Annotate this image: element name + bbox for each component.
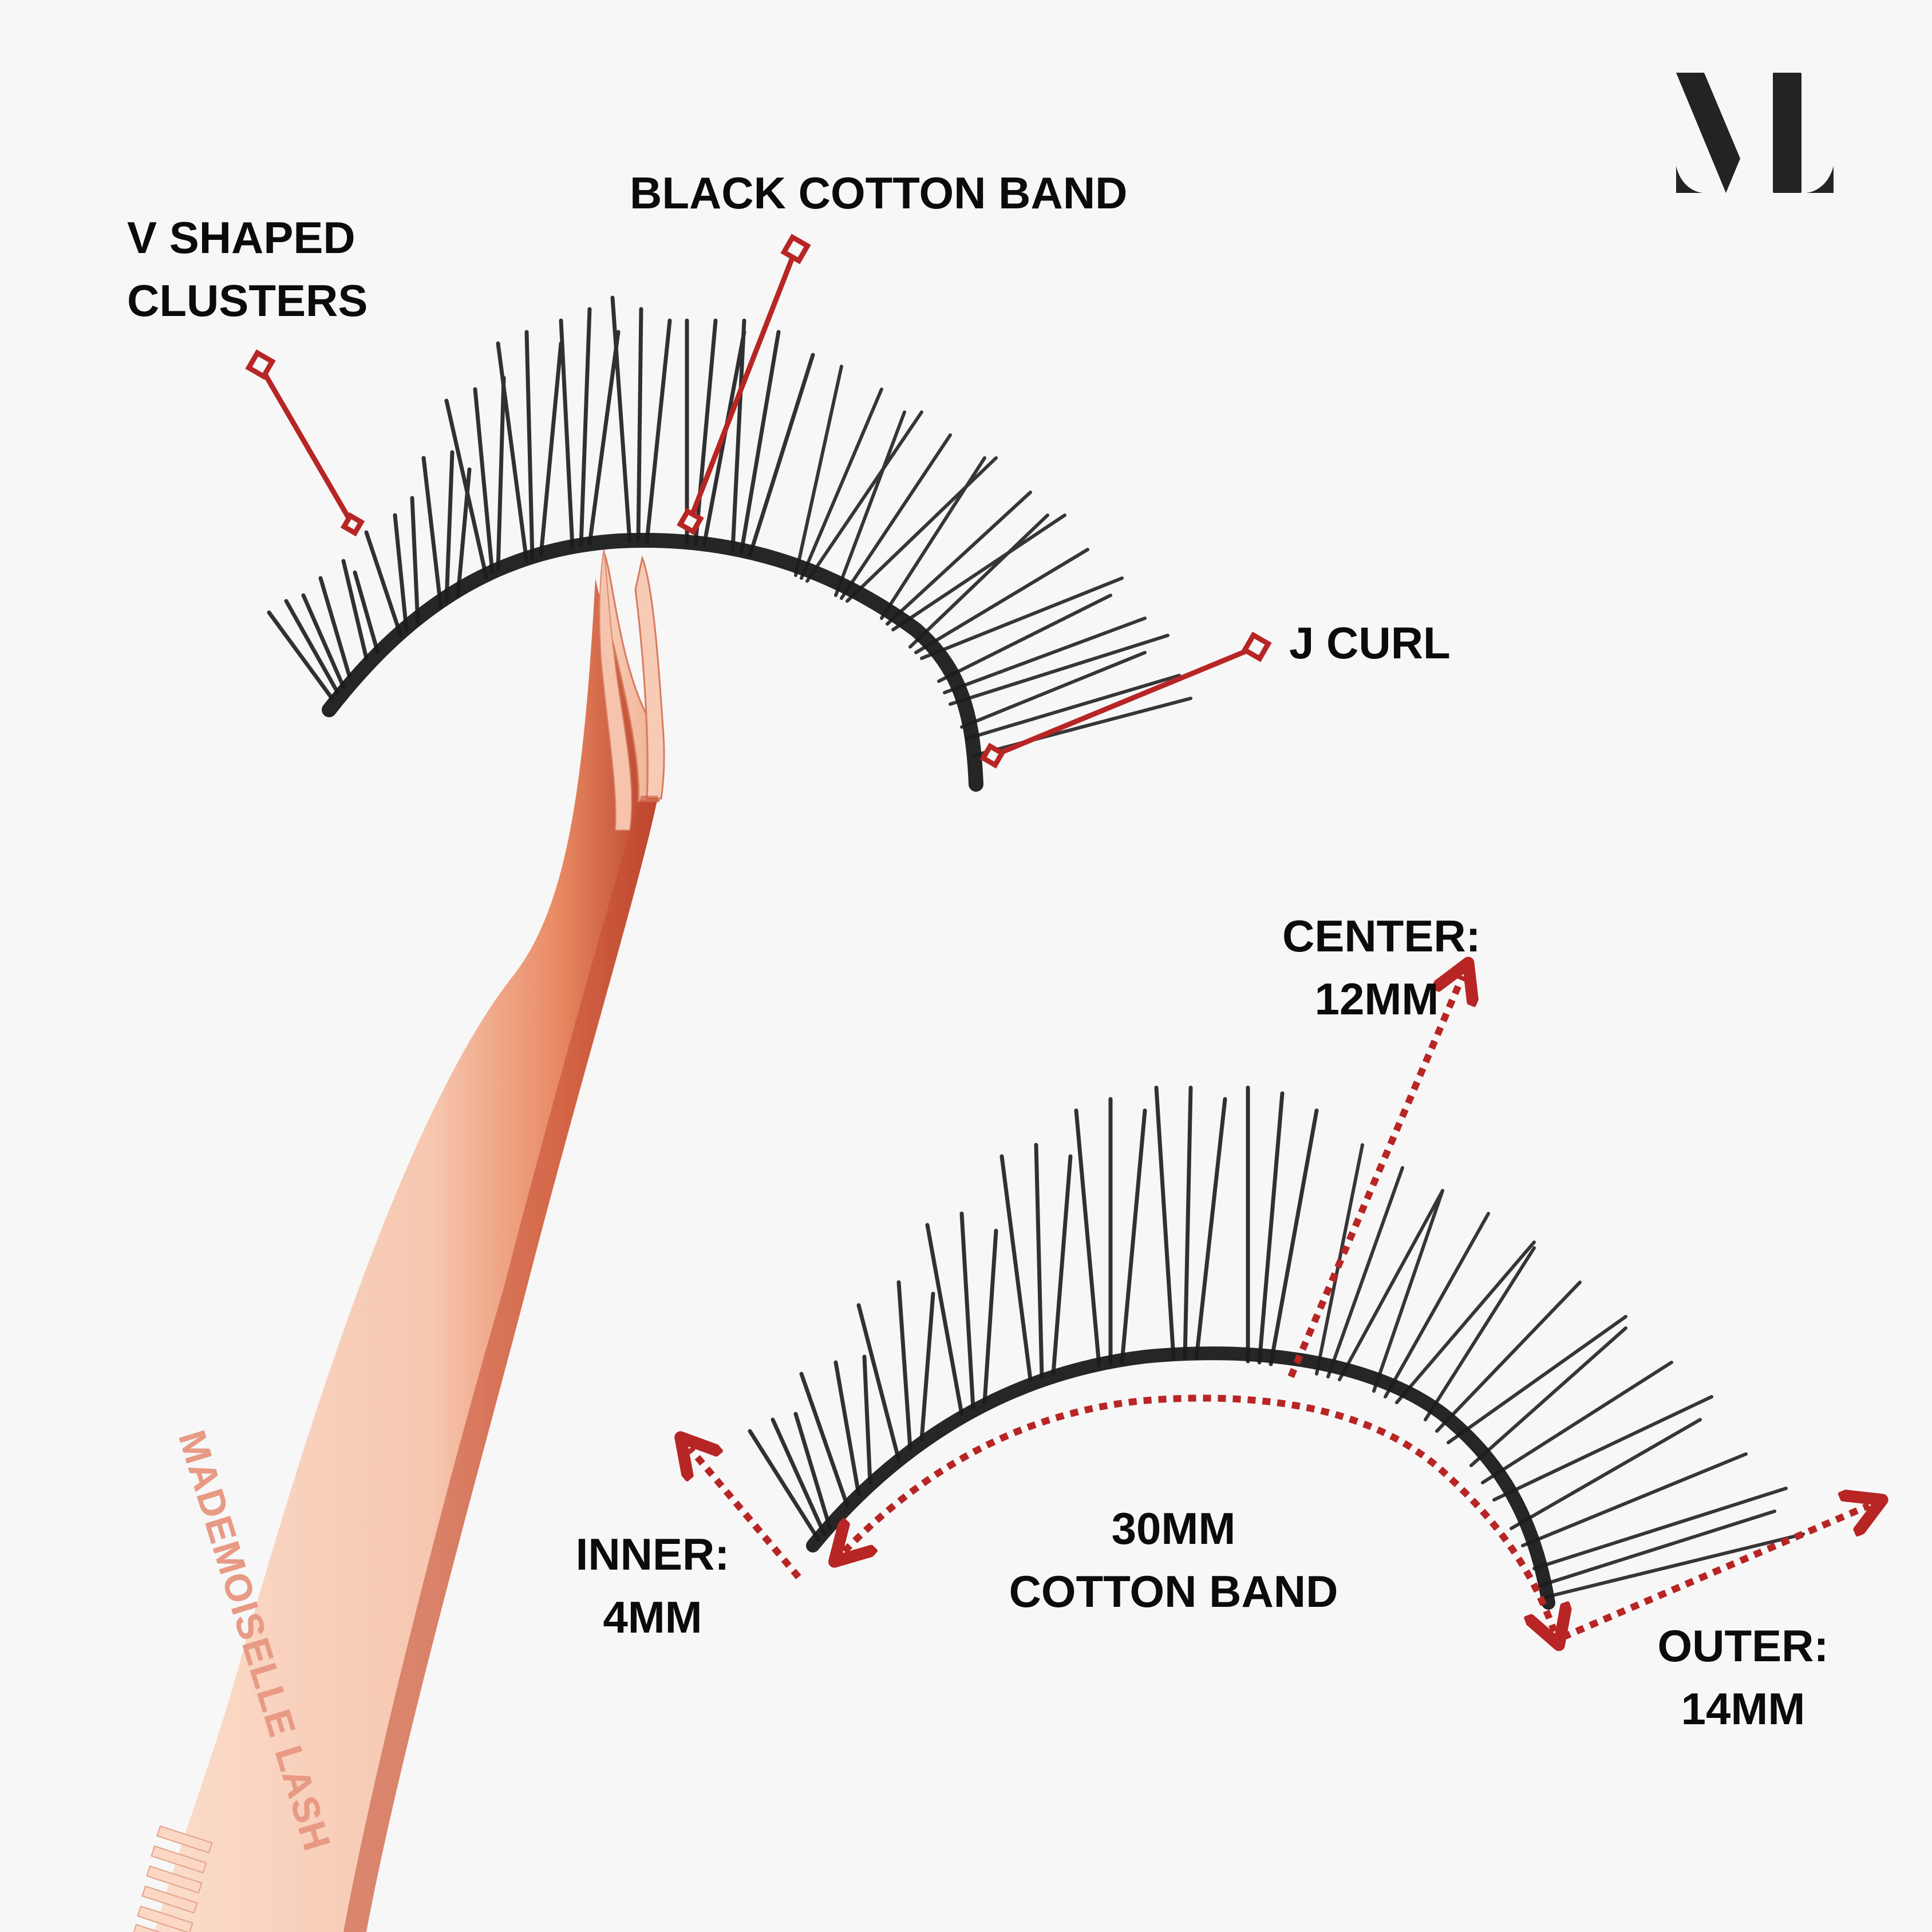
bottom-lash-band bbox=[806, 1346, 1555, 1610]
measurement-arrows bbox=[690, 976, 1869, 1637]
tweezer-comb bbox=[132, 1825, 213, 1932]
label-outer-length: OUTER: 14MM bbox=[1657, 1621, 1829, 1734]
label-j-curl: J CURL bbox=[1289, 618, 1451, 668]
tweezers bbox=[132, 549, 665, 1932]
top-lash-band bbox=[322, 532, 983, 792]
label-band-length: 30MM COTTON BAND bbox=[1009, 1503, 1338, 1617]
label-v-shaped-clusters: V SHAPED CLUSTERS bbox=[127, 212, 368, 326]
ml-logo-icon bbox=[1676, 73, 1834, 193]
arrow-band bbox=[844, 1394, 1554, 1631]
label-inner-length: INNER: 4MM bbox=[575, 1529, 730, 1642]
top-lash bbox=[267, 295, 1192, 792]
arrow-inner bbox=[690, 1448, 801, 1579]
callout-lines bbox=[245, 234, 1272, 769]
tweezer-handle bbox=[155, 578, 658, 1932]
bottom-lash bbox=[748, 1085, 1805, 1610]
callout-j-curl bbox=[979, 631, 1272, 769]
tweezer-arm-front bbox=[634, 555, 665, 800]
arrow-outer bbox=[1561, 1506, 1869, 1641]
label-center-length: CENTER: 12MM bbox=[1282, 911, 1481, 1024]
callout-v-shaped-clusters bbox=[245, 349, 365, 537]
arrow-center bbox=[1287, 976, 1463, 1378]
label-black-cotton-band: BLACK COTTON BAND bbox=[630, 168, 1128, 218]
callout-black-cotton-band bbox=[677, 234, 811, 535]
